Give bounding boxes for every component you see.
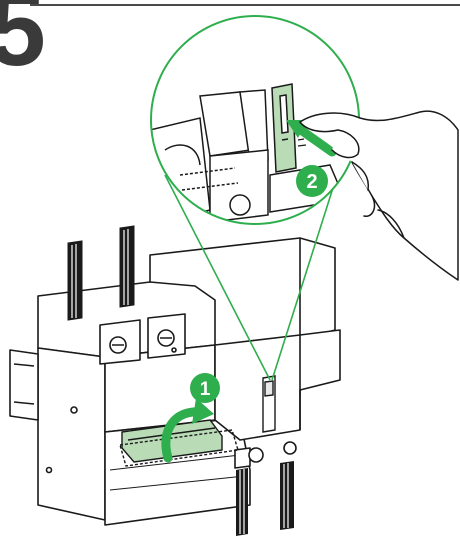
callout-2: 2 — [296, 165, 328, 197]
toggle-lever — [119, 419, 239, 467]
callout-2-label: 2 — [306, 171, 317, 193]
bottom-cables — [236, 461, 294, 536]
callout-1-label: 1 — [200, 379, 211, 400]
step-number: 5 — [0, 0, 46, 88]
side-handle — [262, 375, 276, 433]
callout-1: 1 — [190, 373, 220, 403]
hand-icon — [299, 110, 459, 281]
curved-arrow-icon — [161, 398, 214, 463]
header-rule — [30, 4, 460, 6]
